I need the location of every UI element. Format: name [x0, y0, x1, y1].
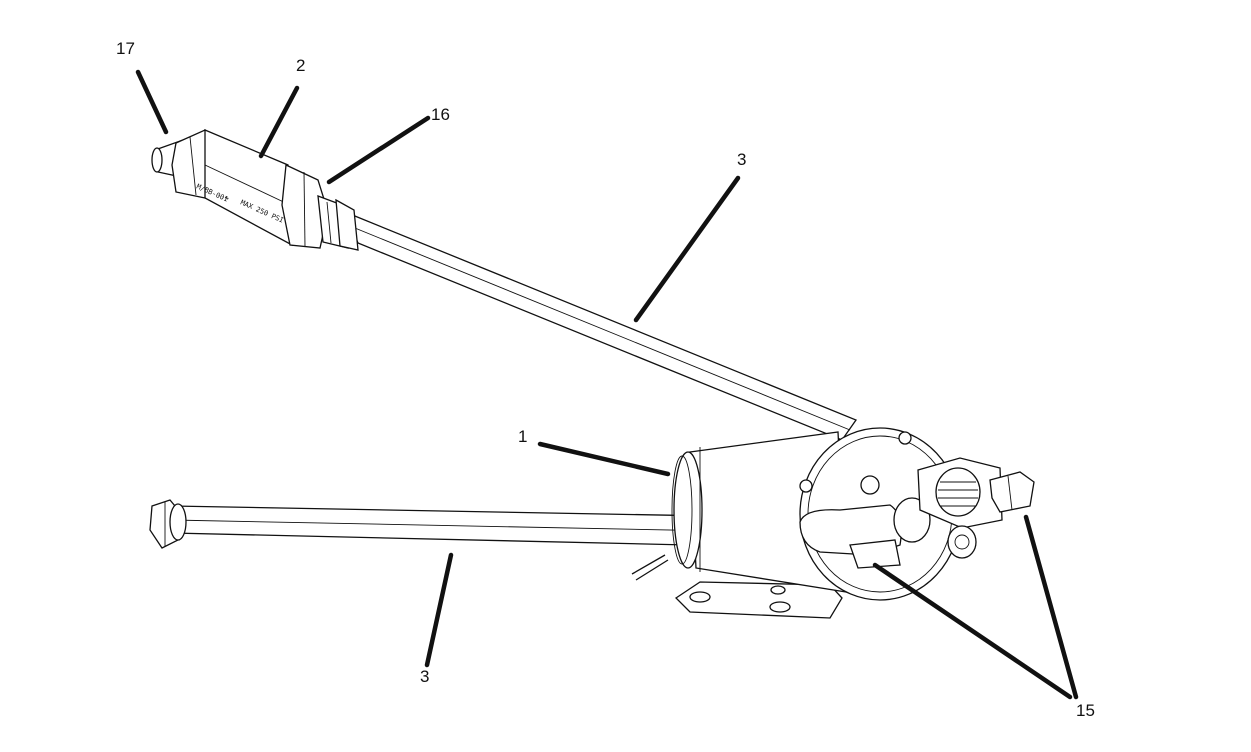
leader-1 — [537, 441, 671, 477]
callout-15: 15 — [1076, 701, 1095, 720]
leader-15-a — [1023, 514, 1079, 700]
callout-2: 2 — [296, 56, 306, 75]
leader-lines — [135, 69, 1079, 700]
callout-1: 1 — [518, 427, 528, 446]
leader-15-b — [872, 562, 1073, 700]
leader-16 — [326, 115, 431, 185]
svg-text:↔: ↔ — [223, 194, 230, 203]
leader-2 — [258, 85, 300, 159]
callout-3-lower: 3 — [420, 667, 430, 686]
check-valve-assembly: M/BB-001 ↔ MAX 250 PSI — [151, 129, 359, 251]
upper-tube — [343, 210, 857, 441]
callout-17: 17 — [116, 39, 135, 58]
callout-16: 16 — [431, 105, 450, 124]
callout-3-upper: 3 — [737, 150, 747, 169]
pump-assembly — [631, 427, 1035, 619]
leader-3-lower — [424, 552, 454, 668]
leader-17 — [135, 69, 169, 135]
leader-3-upper — [633, 175, 741, 323]
